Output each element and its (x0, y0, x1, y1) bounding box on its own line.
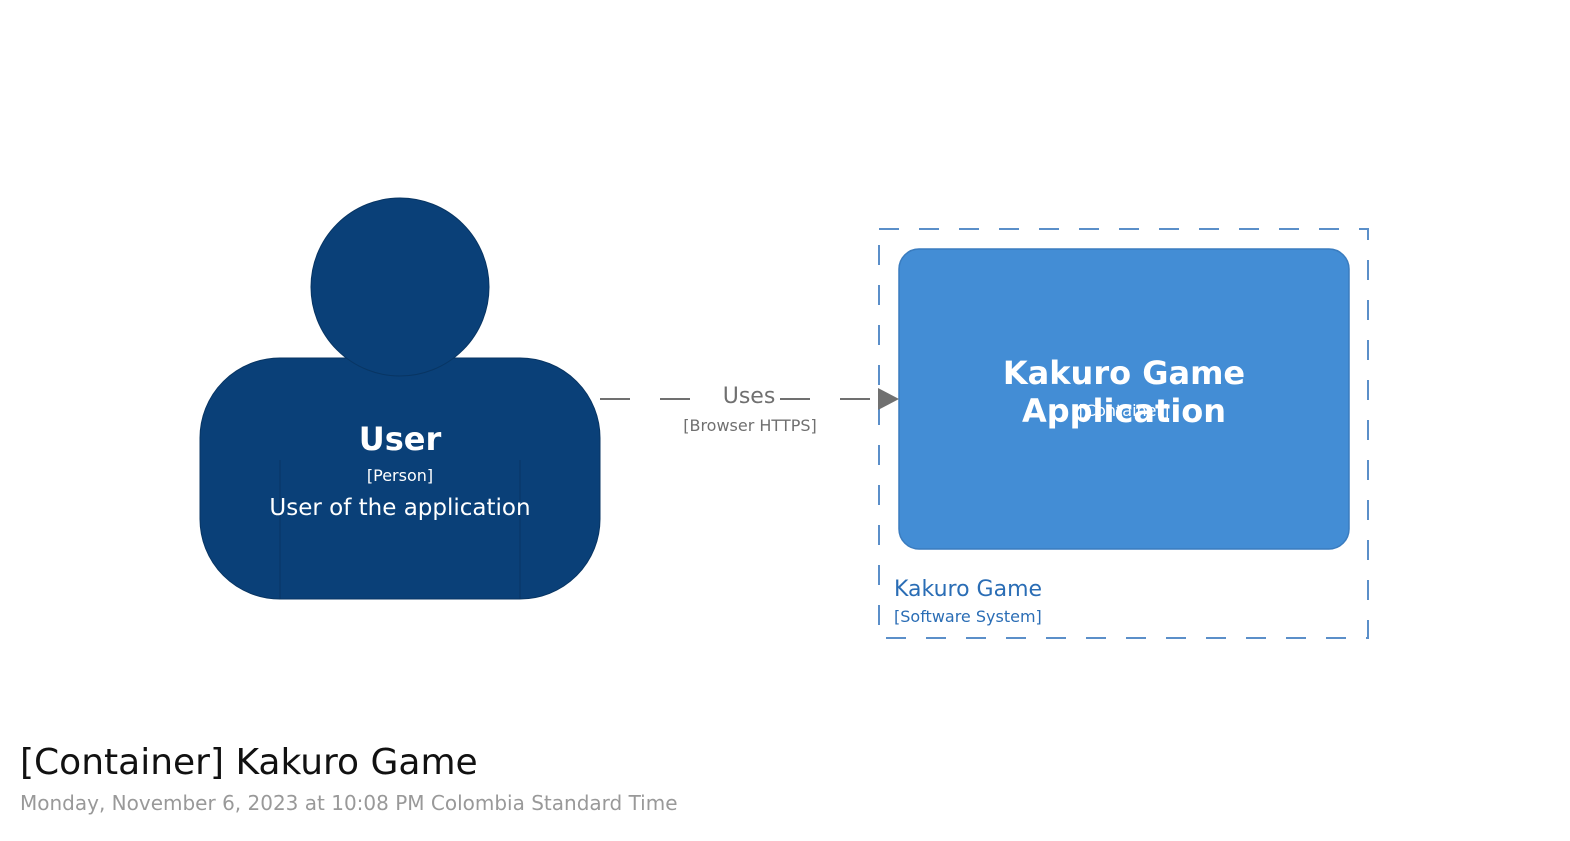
software-system-boundary[interactable] (878, 228, 1369, 639)
person-type: [Person] (366, 466, 434, 485)
container-name: Kakuro Game Application (1002, 354, 1246, 430)
diagram-subtitle: Monday, November 6, 2023 at 10:08 PM Col… (20, 791, 678, 815)
person-name: User (358, 420, 442, 458)
boundary-name: Kakuro Game (894, 577, 1043, 602)
relationship-arrowhead (878, 388, 899, 410)
relationship-description: Uses (718, 384, 780, 409)
relationship-technology: [Browser HTTPS] (683, 416, 817, 435)
container-type: [Container] (1078, 401, 1170, 420)
person-description: User of the application (269, 495, 531, 521)
person-head[interactable] (310, 197, 490, 377)
diagram-title: [Container] Kakuro Game (20, 742, 478, 783)
boundary-type: [Software System] (894, 607, 1042, 626)
